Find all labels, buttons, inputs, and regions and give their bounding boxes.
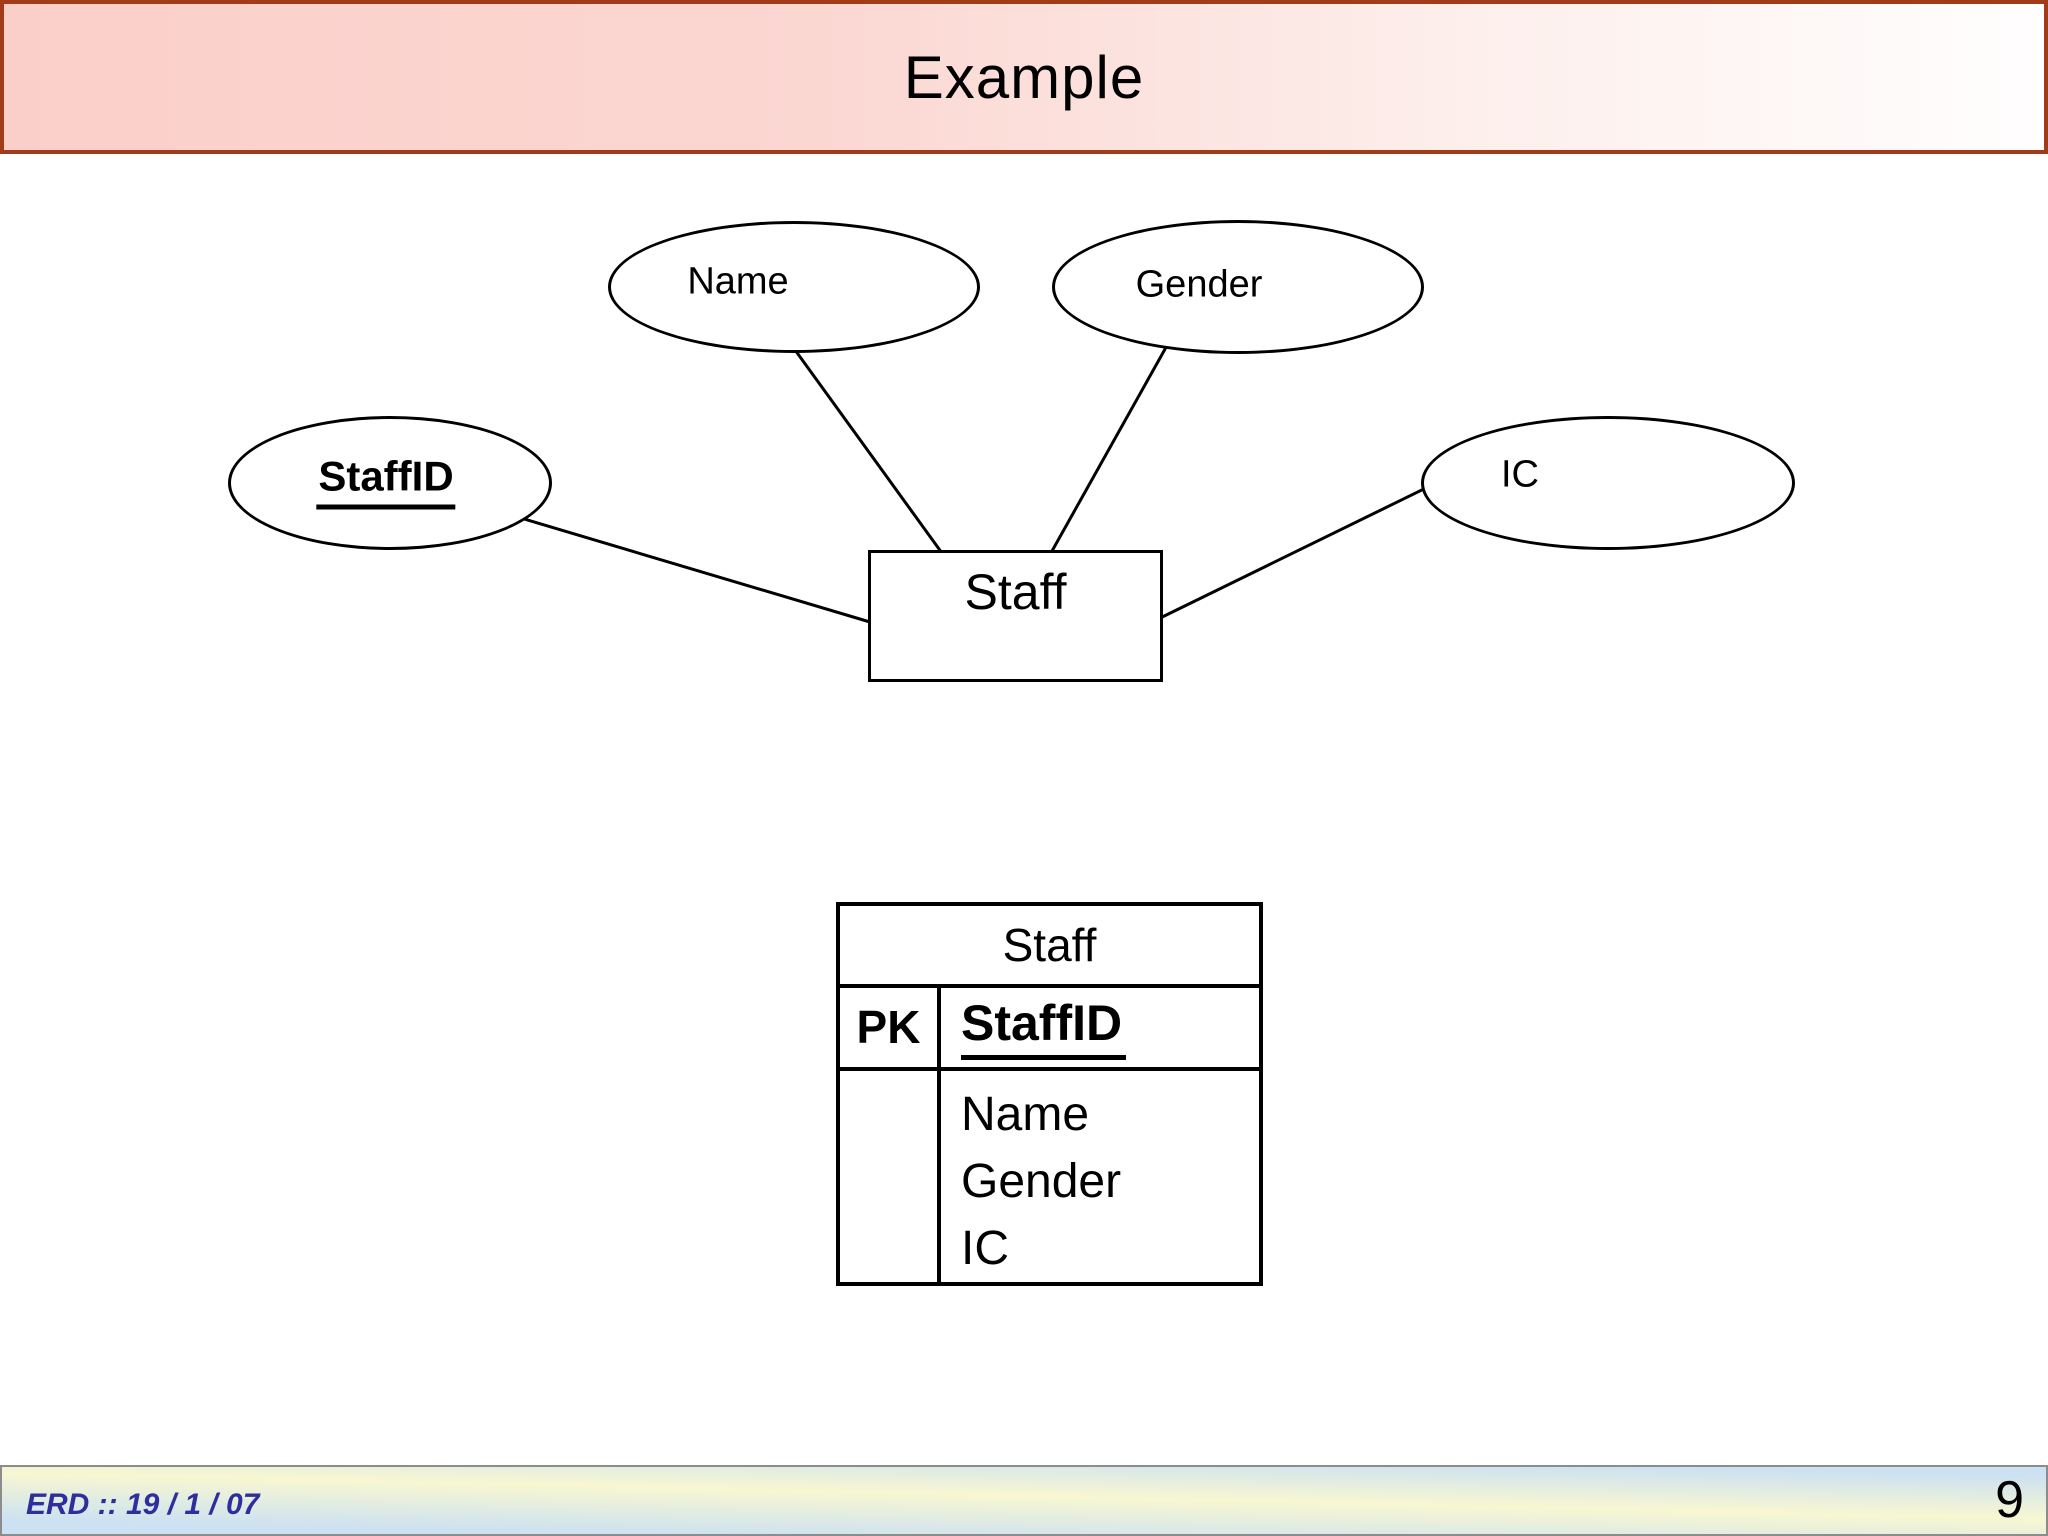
field-item-ic: IC <box>961 1222 1009 1275</box>
relational-table: Staff PK StaffID Name Gender IC <box>836 902 1263 1286</box>
pk-field-cell: StaffID <box>941 988 1259 1067</box>
gender-connector-line <box>1045 341 1171 561</box>
footer-course-date: ERD :: 19 / 1 / 07 <box>26 1488 260 1521</box>
entity-rectangle: Staff <box>868 550 1163 682</box>
title-bar: Example <box>0 0 2048 154</box>
attribute-ellipse-gender: Gender <box>1052 220 1424 354</box>
field-list: Name Gender IC <box>941 1071 1259 1282</box>
name-connector-line <box>788 342 949 561</box>
page-title: Example <box>903 43 1145 111</box>
table-body-row: Name Gender IC <box>840 1071 1259 1282</box>
table-title: Staff <box>840 906 1259 988</box>
pk-field-name: StaffID <box>961 994 1127 1061</box>
attribute-label-staffid: StaffID <box>316 453 456 510</box>
ic-connector-line <box>1151 483 1433 624</box>
attribute-label-name: Name <box>687 260 789 303</box>
attribute-ellipse-staffid: StaffID <box>228 416 552 550</box>
pk-cell: PK <box>840 987 941 1067</box>
footer-bar: ERD :: 19 / 1 / 07 9 <box>0 1465 2048 1536</box>
page-number: 9 <box>1995 1471 2024 1529</box>
table-pk-row: PK StaffID <box>840 987 1259 1071</box>
attribute-ellipse-name: Name <box>608 221 980 353</box>
field-item-name: Name <box>961 1088 1090 1141</box>
table-spacer-cell <box>840 1071 941 1282</box>
attribute-ellipse-ic: IC <box>1421 416 1795 550</box>
staffid-connector-line <box>503 511 881 627</box>
attribute-label-gender: Gender <box>1135 263 1263 306</box>
field-item-gender: Gender <box>961 1155 1122 1208</box>
attribute-label-ic: IC <box>1501 453 1539 496</box>
entity-label: Staff <box>964 564 1067 620</box>
